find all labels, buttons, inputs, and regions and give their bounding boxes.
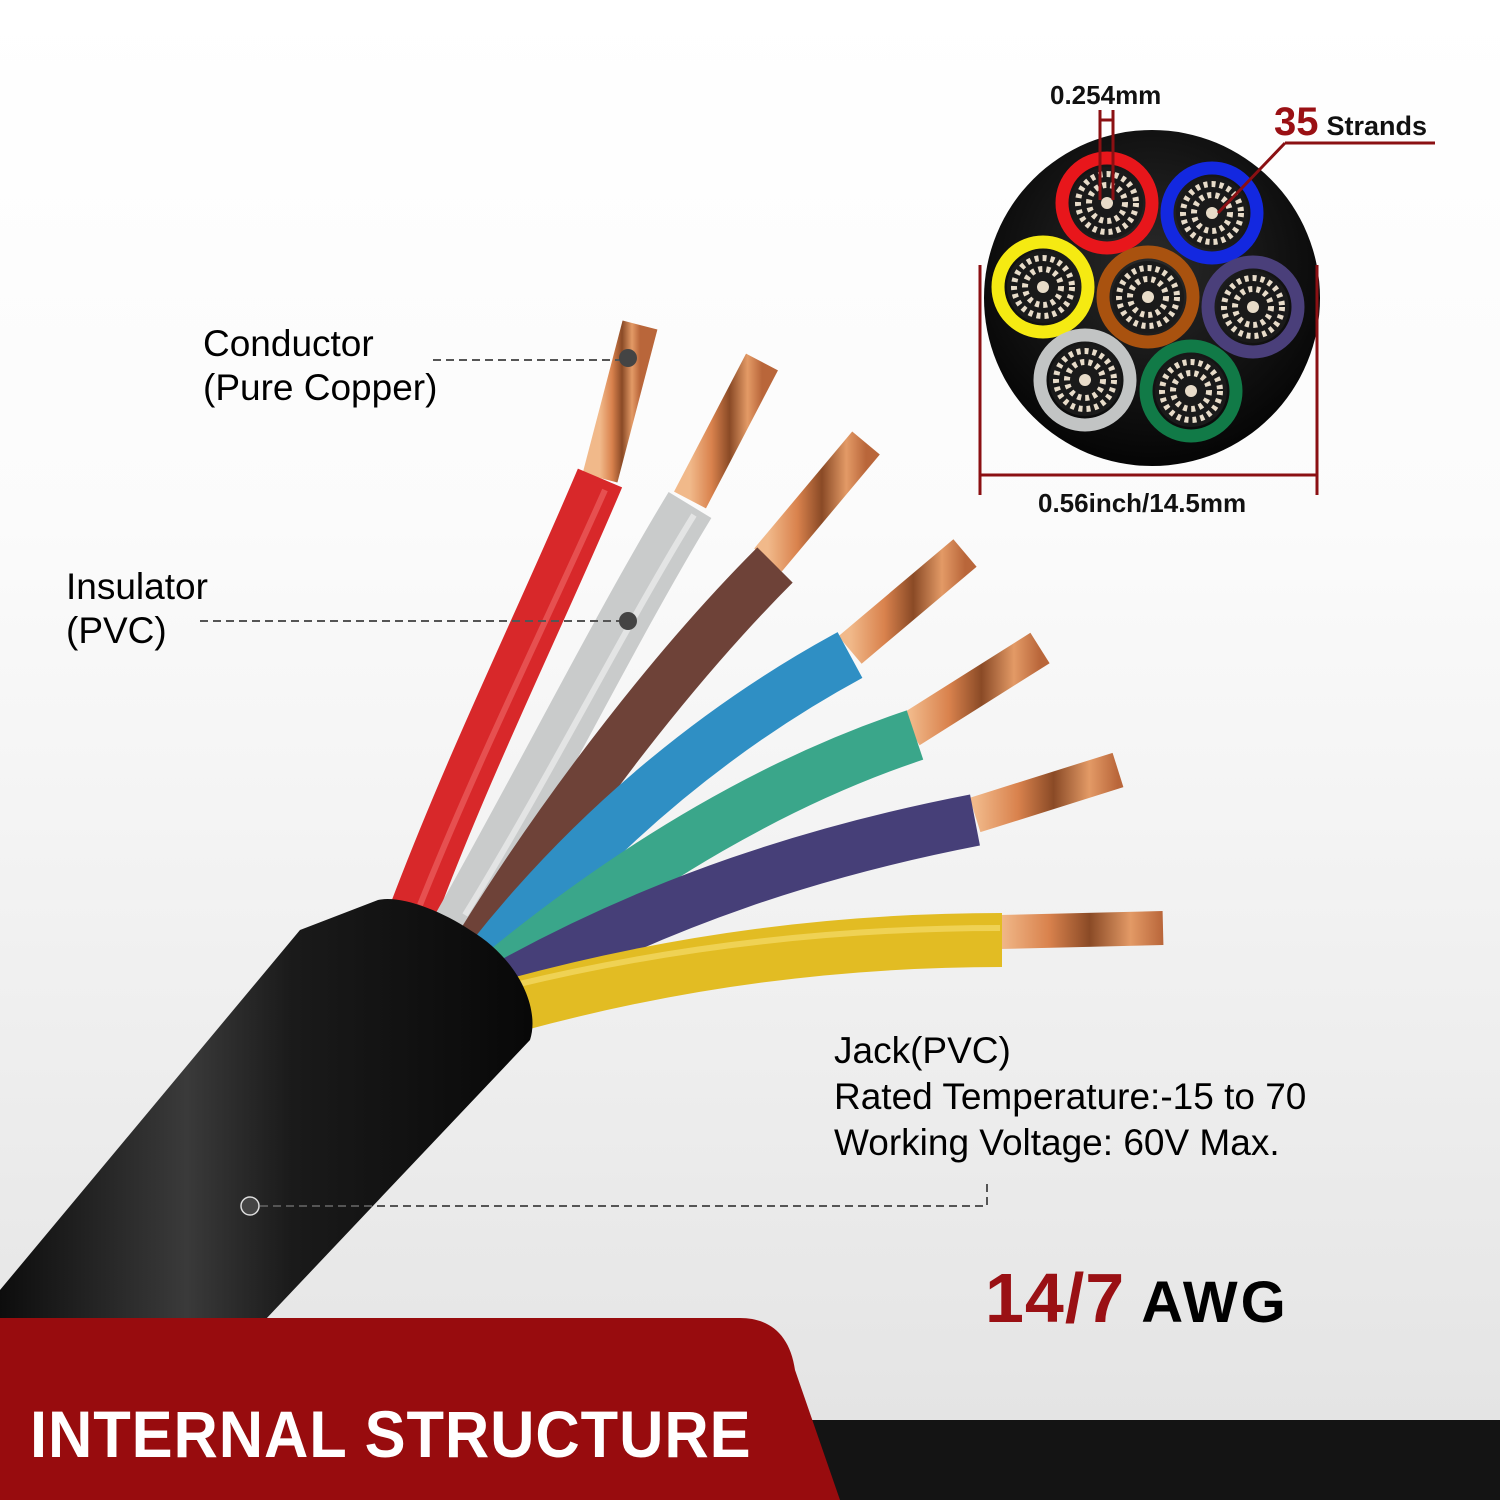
jacket-spec-label: Jack(PVC) Rated Temperature:-15 to 70 Wo…: [834, 1028, 1306, 1166]
awg-unit: AWG: [1141, 1270, 1289, 1335]
jacket-marker: [240, 1196, 260, 1216]
strand-count: 35: [1274, 100, 1319, 144]
insulator-subtitle: (PVC): [66, 610, 167, 651]
insulator-label: Insulator (PVC): [66, 565, 208, 653]
outer-jacket: [0, 899, 533, 1320]
rated-temperature: Rated Temperature:-15 to 70: [834, 1076, 1307, 1117]
insulator-title: Insulator: [66, 566, 208, 607]
cable-diameter-label: 0.56inch/14.5mm: [1038, 488, 1247, 518]
copper-conductors: [582, 320, 1164, 949]
awg-number: 14/7: [985, 1259, 1126, 1337]
conductor-subtitle: (Pure Copper): [203, 367, 438, 408]
insulator-marker: [619, 612, 637, 630]
conductor-label: Conductor (Pure Copper): [203, 322, 437, 410]
cross-section-diagram: [978, 110, 1435, 495]
banner-background: [0, 1318, 840, 1500]
insulated-wires: [387, 468, 1003, 1032]
strand-text: Strands: [1326, 111, 1428, 141]
banner-title: INTERNAL STRUCTURE: [30, 1397, 752, 1471]
leader-lines: [200, 359, 988, 1207]
strand-diameter-label: 0.254mm: [1050, 80, 1162, 110]
conductor-marker: [619, 349, 637, 367]
working-voltage: Working Voltage: 60V Max.: [834, 1122, 1280, 1163]
conductor-title: Conductor: [203, 323, 374, 364]
jacket-title: Jack(PVC): [834, 1030, 1011, 1071]
